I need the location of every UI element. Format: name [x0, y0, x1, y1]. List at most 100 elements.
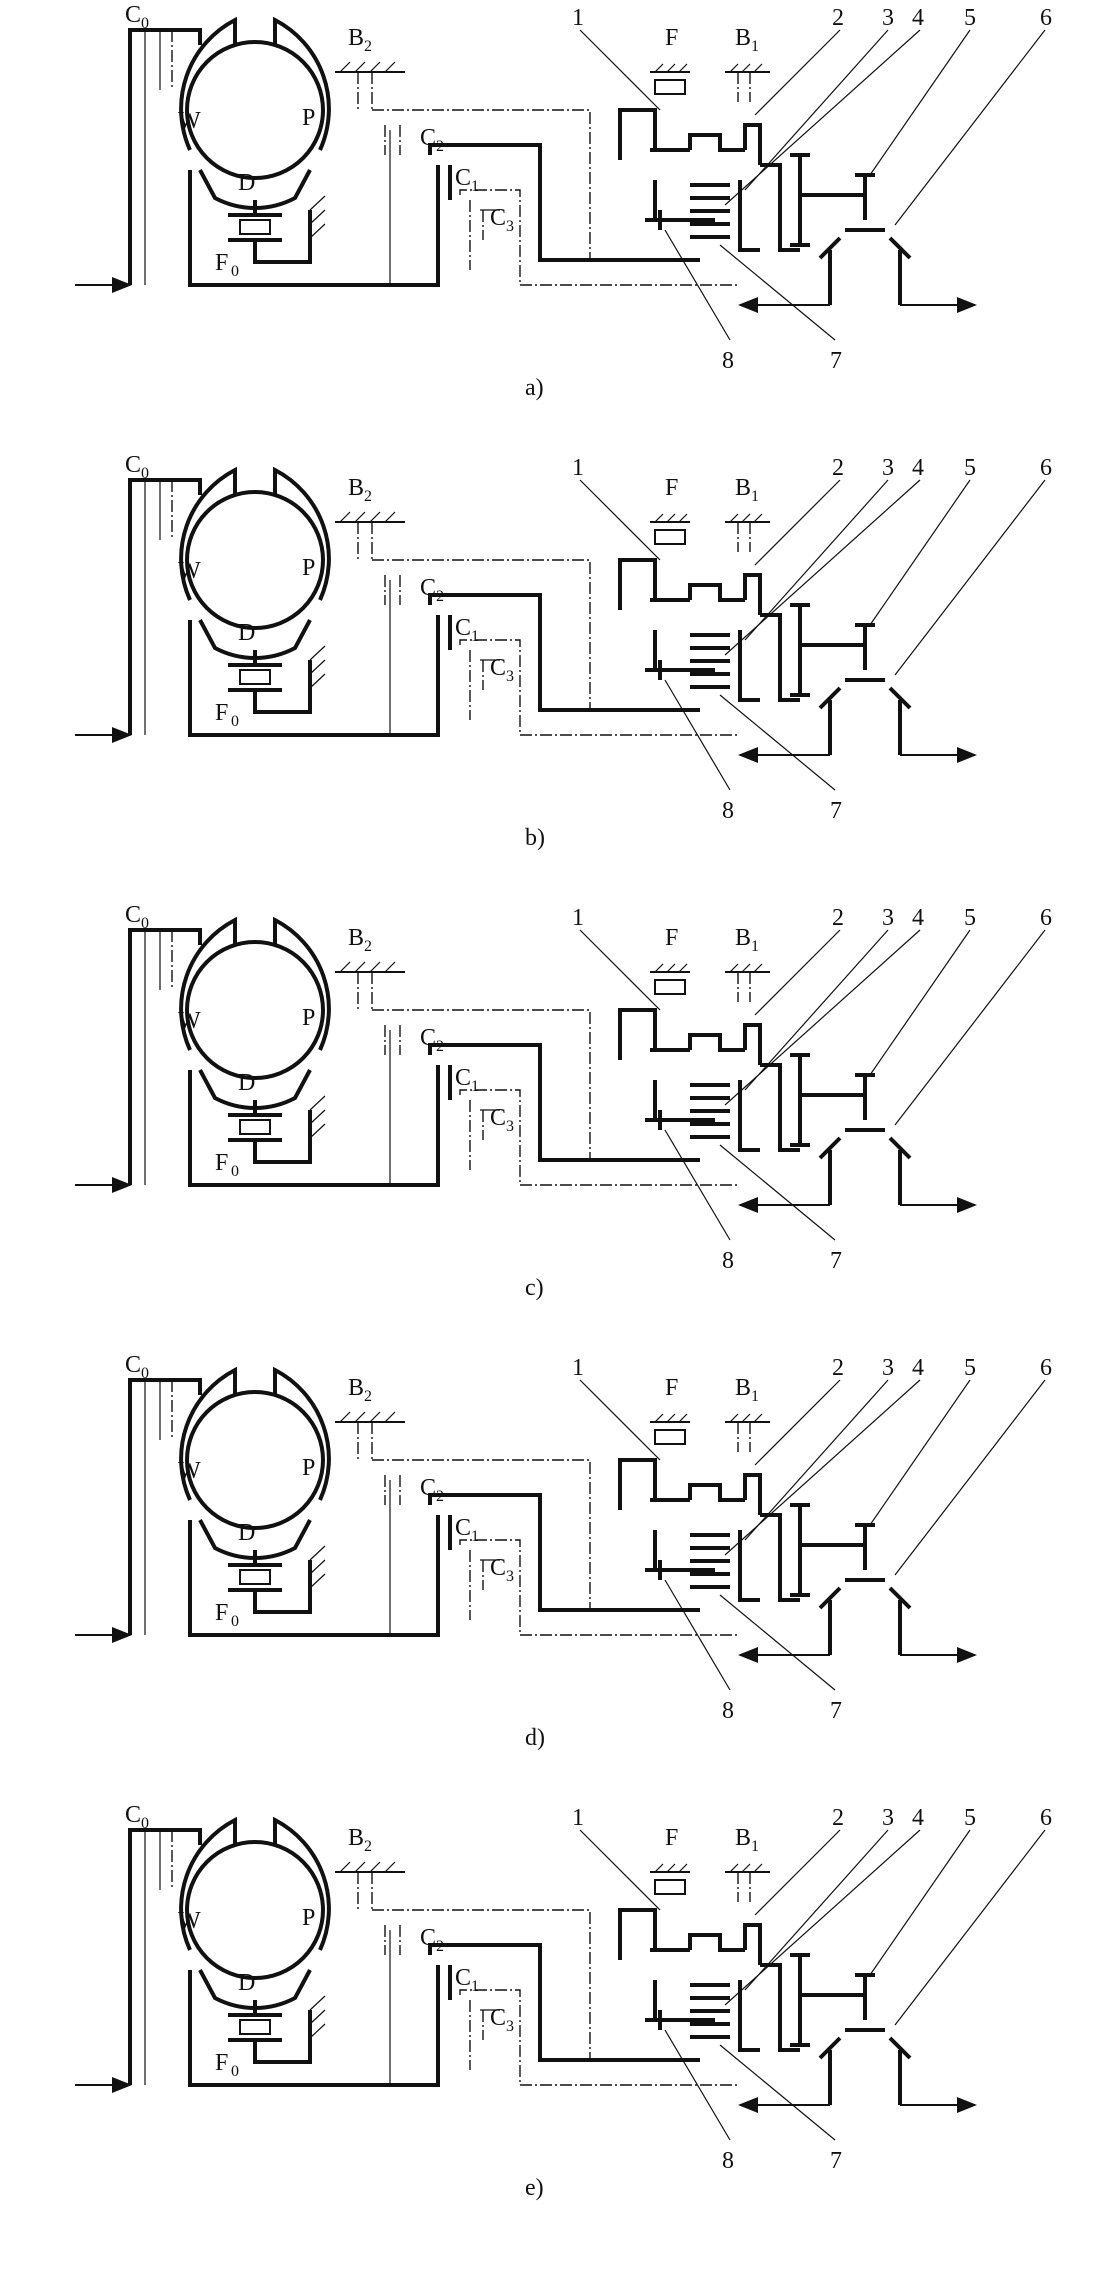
callout-4: 4: [912, 1355, 924, 1381]
pump-shell: [273, 466, 331, 601]
c0-drum: [128, 928, 202, 1185]
pump-shell: [273, 916, 331, 1051]
callout-7: 7: [830, 2148, 842, 2174]
output-shaft: [760, 1963, 800, 2052]
callout-2: 2: [832, 905, 844, 931]
leader-4: [724, 479, 921, 656]
label-b2-main: B: [348, 925, 364, 951]
label-f0-main: F: [215, 2050, 228, 2076]
label-f-main: F: [665, 1825, 678, 1851]
diff-gear-left: [818, 1586, 842, 1610]
leader-3: [744, 1379, 889, 1541]
leader-8: [664, 2029, 731, 2141]
label-pump: P: [302, 105, 315, 131]
front-carrier-frame: [618, 108, 657, 160]
front-sun-link: [743, 573, 762, 615]
f-hatch-3: [678, 963, 688, 973]
leader-3: [744, 1829, 889, 1991]
b2-link: [372, 1909, 650, 2061]
rear-carrier-out: [738, 1080, 760, 1152]
callout-1: 1: [572, 1805, 584, 1831]
f-hatch-1: [654, 63, 664, 73]
panel-schematic: [75, 16, 1046, 341]
front-carrier-frame: [618, 558, 657, 610]
diff-gear-left: [818, 2036, 842, 2060]
diff-gear-right: [888, 1586, 912, 1610]
c1-link: [459, 1989, 740, 2086]
leader-1: [579, 1829, 661, 1911]
label-pump: P: [302, 1455, 315, 1481]
label-pump: P: [302, 1905, 315, 1931]
b1-hatch-2: [741, 513, 751, 523]
b1-hatch-1: [729, 1413, 739, 1423]
c1-link: [459, 1089, 740, 1186]
label-c2-main: C: [420, 1025, 436, 1051]
front-carrier-frame: [618, 1458, 657, 1510]
turbine-shell: [179, 466, 237, 601]
leader-4: [724, 1379, 921, 1556]
b2-hatch-2: [354, 511, 366, 523]
label-c0-main: C: [125, 1802, 141, 1828]
front-sun-link: [743, 1023, 762, 1065]
f0-ground-hatch-2: [309, 1109, 326, 1125]
callout-2: 2: [832, 1805, 844, 1831]
label-c1-main: C: [455, 1065, 471, 1091]
panel-schematic: [75, 1366, 1046, 1691]
callout-8: 8: [722, 2148, 734, 2174]
f-hatch-1: [654, 1863, 664, 1873]
pump-shell: [273, 1366, 331, 1501]
front-planet-gear: [688, 1483, 745, 1502]
callout-7: 7: [830, 1248, 842, 1274]
intermediate-shaft: [188, 620, 440, 737]
leader-6: [894, 479, 1046, 676]
diff-gear-right: [888, 236, 912, 260]
f-oneway-icon: [654, 79, 686, 95]
label-f0-sub: 0: [231, 2063, 239, 2080]
label-c2-main: C: [420, 575, 436, 601]
label-c2-main: C: [420, 1925, 436, 1951]
b1-hatch-2: [741, 63, 751, 73]
callout-7: 7: [830, 798, 842, 824]
callout-1: 1: [572, 455, 584, 481]
b2-hatch-4: [384, 511, 396, 523]
f-oneway-icon: [654, 1429, 686, 1445]
b2-hatch-3: [369, 1861, 381, 1873]
leader-2: [754, 1829, 841, 1916]
converter-inner: [185, 490, 325, 630]
callout-1: 1: [572, 5, 584, 31]
label-c2-sub: 2: [436, 588, 444, 605]
b2-hatch-1: [339, 1861, 351, 1873]
b1-hatch-2: [741, 963, 751, 973]
output-shaft: [760, 1513, 800, 1602]
label-c2-main: C: [420, 1475, 436, 1501]
leader-4: [724, 929, 921, 1106]
callout-5: 5: [964, 1355, 976, 1381]
b2-hatch-3: [369, 961, 381, 973]
label-f-main: F: [665, 925, 678, 951]
turbine-shell: [179, 916, 237, 1051]
callout-2: 2: [832, 1355, 844, 1381]
callout-8: 8: [722, 1248, 734, 1274]
label-c0-main: C: [125, 2, 141, 28]
label-b2-sub: 2: [364, 488, 372, 505]
leader-5: [869, 479, 971, 626]
f0-ground-hatch-1: [309, 1095, 326, 1111]
label-b1-sub: 1: [751, 488, 759, 505]
f0-clutch-icon: [239, 1569, 271, 1585]
callout-4: 4: [912, 1805, 924, 1831]
f-hatch-2: [666, 1863, 676, 1873]
label-b1-sub: 1: [751, 1838, 759, 1855]
rear-carrier-out: [738, 1530, 760, 1602]
c0-drum: [128, 1828, 202, 2085]
f0-clutch-icon: [239, 2019, 271, 2035]
f-oneway-icon: [654, 529, 686, 545]
f0-clutch-icon: [239, 219, 271, 235]
b2-hatch-2: [354, 961, 366, 973]
label-c3-main: C: [490, 1105, 506, 1131]
label-b2-sub: 2: [364, 1838, 372, 1855]
f-oneway-icon: [654, 1879, 686, 1895]
panel-caption: e): [525, 2175, 544, 2201]
label-stator: D: [238, 1970, 255, 1996]
label-turbine: W: [178, 1908, 201, 1934]
b1-hatch-1: [729, 1863, 739, 1873]
